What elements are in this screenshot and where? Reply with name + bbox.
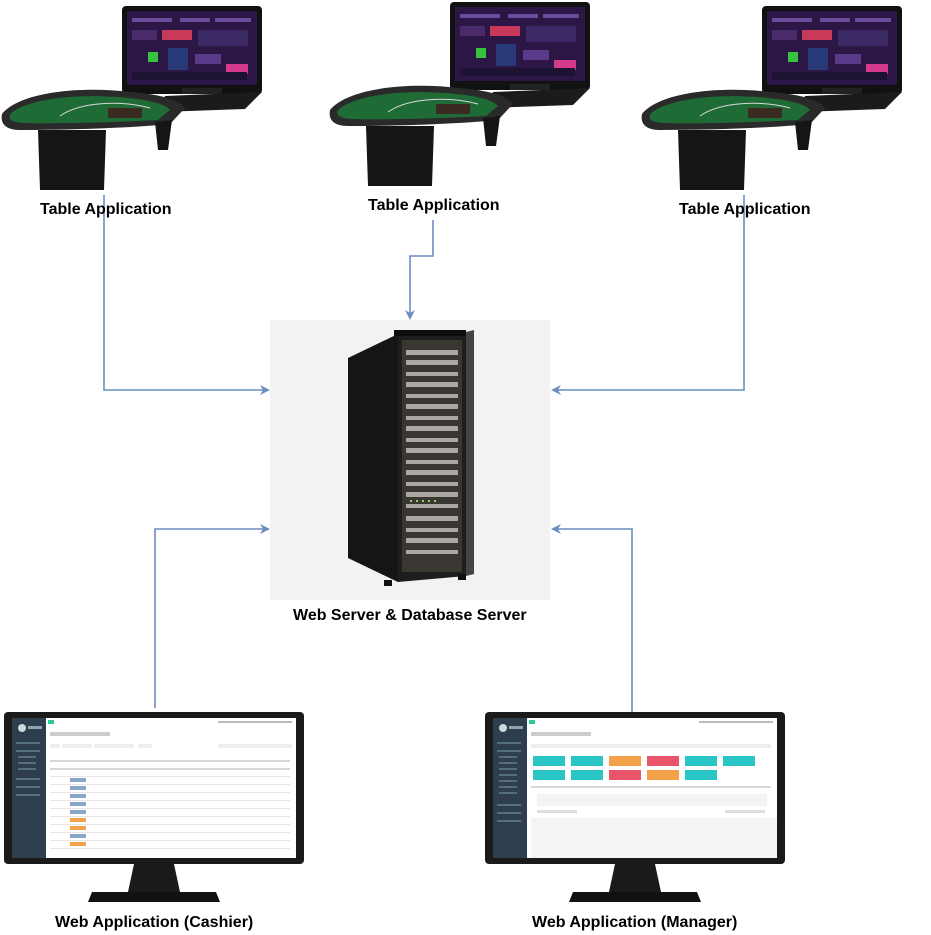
server-label: Web Server & Database Server bbox=[293, 607, 527, 624]
server-rack-icon bbox=[348, 330, 474, 586]
cashier-node bbox=[4, 712, 304, 902]
edge-manager-server bbox=[551, 524, 633, 718]
monitor-icon bbox=[485, 712, 785, 902]
edge-table-center-server bbox=[405, 220, 434, 320]
table-right-label: Table Application bbox=[679, 201, 811, 218]
manager-node bbox=[485, 712, 785, 902]
table-node-left bbox=[1, 6, 262, 190]
table-node-right bbox=[641, 6, 902, 190]
monitor-icon bbox=[4, 712, 304, 902]
edge-table-right-server bbox=[551, 195, 745, 395]
manager-label: Web Application (Manager) bbox=[532, 914, 738, 931]
table-center-label: Table Application bbox=[368, 197, 500, 214]
edge-cashier-server bbox=[154, 524, 270, 708]
cashier-label: Web Application (Cashier) bbox=[55, 914, 254, 931]
table-left-label: Table Application bbox=[40, 201, 172, 218]
server-node bbox=[270, 320, 550, 600]
table-node-center bbox=[329, 2, 590, 186]
edge-table-left-server bbox=[103, 195, 270, 395]
casino-table-icon bbox=[641, 6, 902, 190]
casino-table-icon bbox=[1, 6, 262, 190]
casino-table-icon bbox=[329, 2, 590, 186]
